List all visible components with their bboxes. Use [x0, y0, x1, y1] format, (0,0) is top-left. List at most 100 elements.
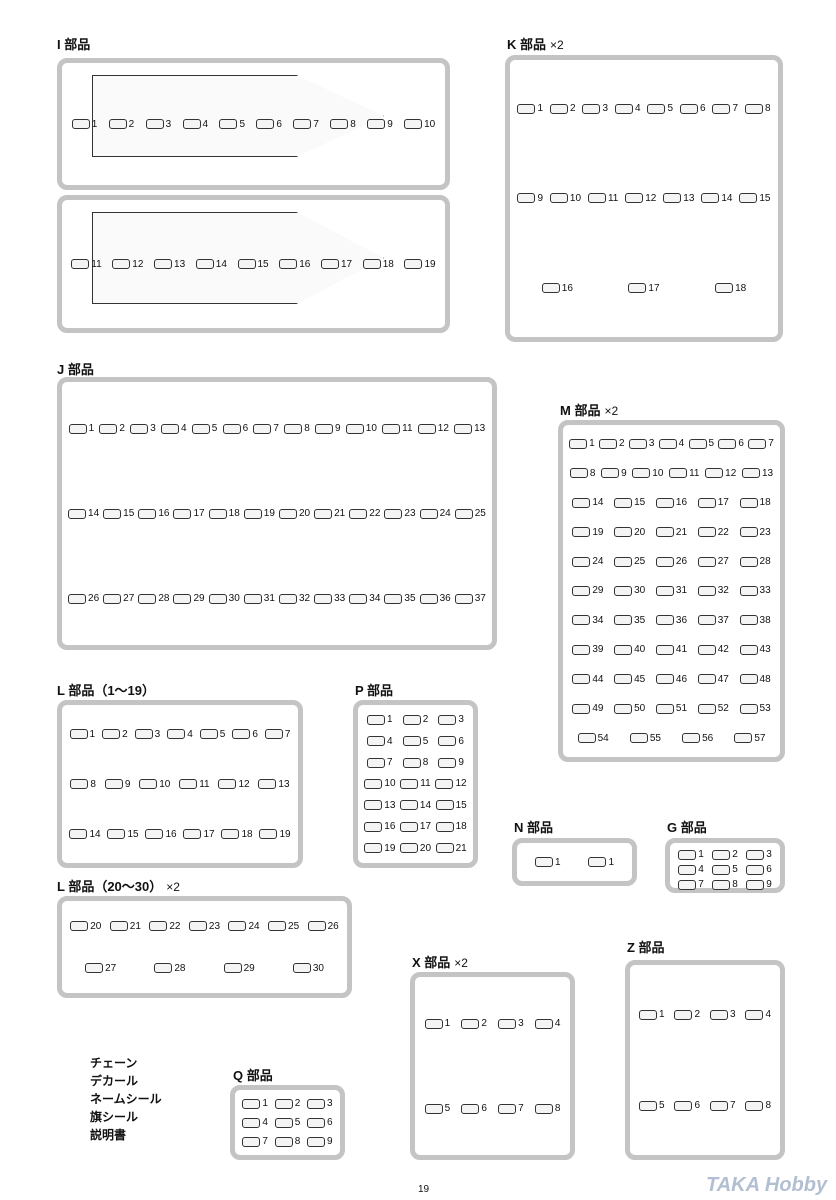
other-item: 旗シール — [90, 1110, 139, 1124]
part-shape — [655, 703, 674, 714]
part-shape — [461, 1103, 480, 1114]
part: 40 — [614, 644, 645, 655]
part-shape — [697, 644, 716, 655]
part-shape — [674, 1100, 693, 1111]
part-shape — [572, 644, 591, 655]
part-number: 48 — [759, 673, 771, 685]
part-number: 29 — [592, 585, 604, 597]
part-number: 9 — [334, 423, 341, 434]
sprue-label: M 部品 — [560, 403, 601, 418]
part-shape — [314, 508, 333, 519]
part-number: 11 — [420, 778, 431, 790]
part-number: 39 — [592, 644, 604, 656]
part-shape — [104, 779, 123, 789]
part-shape — [417, 423, 436, 434]
sprue-label: J 部品 — [57, 362, 94, 377]
part-number: 4 — [678, 438, 685, 450]
part-shape — [259, 829, 278, 839]
part-number: 12 — [132, 258, 144, 270]
part-shape — [739, 615, 758, 626]
part-number: 30 — [312, 962, 324, 974]
part-shape — [569, 468, 588, 479]
part-number: 12 — [455, 778, 467, 790]
part-number: 7 — [768, 438, 774, 450]
part-number: 27 — [717, 556, 729, 568]
part-number: 10 — [569, 192, 582, 204]
sprue-title-J: J 部品 — [57, 359, 94, 378]
part-shape — [746, 849, 765, 860]
part: 7 — [712, 103, 738, 114]
part-number: 42 — [717, 644, 729, 656]
part-shape — [364, 843, 383, 854]
part-number: 1 — [387, 714, 393, 726]
part-number: 41 — [675, 644, 688, 656]
part-number: 16 — [675, 497, 688, 509]
part: 12 — [705, 468, 736, 479]
part-shape — [279, 259, 298, 269]
sprue-label: Q 部品 — [233, 1068, 273, 1083]
part-shape — [349, 593, 368, 604]
part-number: 29 — [243, 962, 255, 974]
part: 22 — [697, 527, 729, 538]
part-number: 29 — [193, 593, 205, 604]
part: 15 — [614, 497, 645, 508]
part-shape — [69, 829, 88, 839]
part-number: 12 — [437, 423, 449, 434]
part: 46 — [655, 674, 687, 685]
part-number: 8 — [90, 778, 96, 790]
part-shape — [258, 779, 277, 789]
part: 25 — [268, 921, 299, 932]
part-shape — [572, 497, 591, 508]
part-shape — [103, 508, 122, 519]
part-shape — [134, 729, 153, 739]
part: 20 — [399, 843, 431, 854]
part-number: 6 — [738, 438, 744, 450]
part-shape — [349, 508, 368, 519]
part-number: 33 — [759, 585, 771, 597]
part: 6 — [461, 1103, 487, 1114]
part-number: 18 — [382, 258, 394, 270]
part-number: 7 — [729, 1100, 736, 1111]
part-shape — [424, 1018, 443, 1029]
part-shape — [549, 103, 568, 114]
part: 4 — [161, 423, 187, 434]
part: 1 — [588, 857, 614, 868]
part-shape — [208, 593, 227, 604]
part-shape — [701, 193, 720, 204]
part: 10 — [549, 192, 582, 204]
part-shape — [274, 1117, 293, 1128]
part-number: 10 — [365, 423, 377, 434]
part-number: 21 — [334, 508, 346, 519]
part-number: 7 — [262, 1136, 268, 1147]
deck-part — [92, 75, 384, 157]
part-shape — [746, 864, 765, 875]
part: 8 — [274, 1136, 300, 1147]
part-shape — [498, 1103, 517, 1114]
part-number: 38 — [759, 614, 771, 626]
part: 19 — [364, 843, 395, 854]
part: 5 — [191, 423, 217, 434]
part: 12 — [218, 779, 250, 790]
part-number: 10 — [424, 118, 436, 130]
part: 8 — [330, 119, 356, 130]
part-shape — [382, 423, 401, 434]
part-number: 8 — [589, 467, 596, 479]
other-item: 説明書 — [90, 1128, 127, 1142]
sprue-title-K: K 部品×2 — [507, 34, 564, 53]
part: 10 — [345, 423, 377, 434]
part-shape — [663, 193, 682, 204]
part: 20 — [70, 921, 101, 932]
part: 18 — [715, 283, 746, 294]
part-number: 2 — [422, 714, 429, 726]
part-number: 11 — [199, 778, 210, 790]
part-shape — [739, 497, 758, 508]
part-number: 14 — [592, 497, 604, 509]
part: 1 — [424, 1018, 450, 1029]
part-shape — [400, 778, 419, 789]
part-shape — [712, 849, 731, 860]
part: 21 — [655, 527, 687, 538]
part-number: 1 — [537, 103, 544, 115]
